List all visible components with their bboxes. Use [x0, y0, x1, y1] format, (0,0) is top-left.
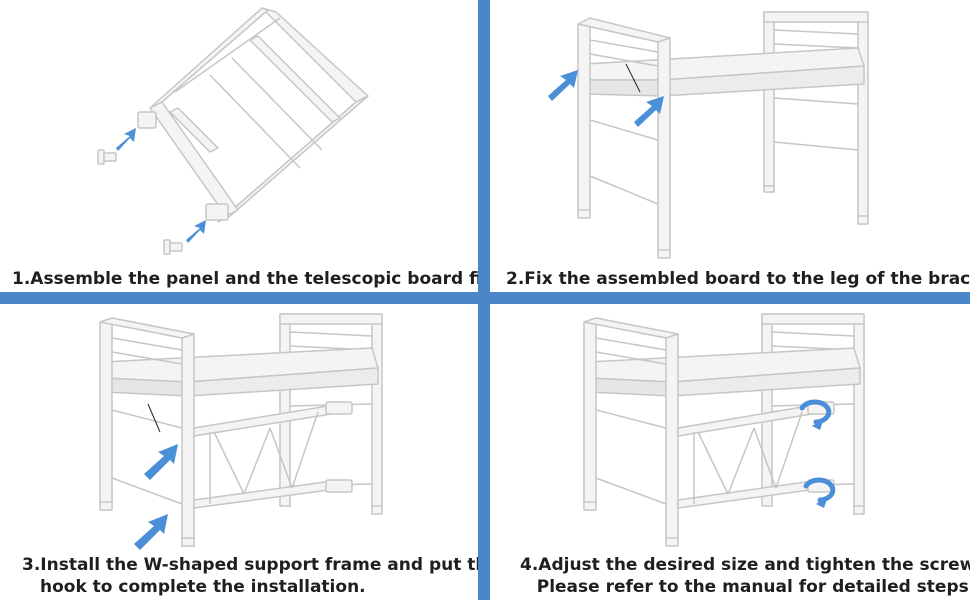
step-4-caption: 4.Adjust the desired size and tighten th…	[520, 554, 970, 598]
step-1-caption: 1.Assemble the panel and the telescopic …	[12, 268, 478, 290]
step-2-caption: 2.Fix the assembled board to the leg of …	[506, 268, 970, 290]
arrow-icon	[548, 70, 664, 127]
step-3-panel: 3.Install the W-shaped support frame and…	[0, 304, 478, 600]
arrow-icon	[134, 444, 178, 550]
caption-line: 2.Fix the assembled board to the leg of …	[506, 269, 970, 289]
step-1-panel: 1.Assemble the panel and the telescopic …	[0, 0, 478, 292]
step-2-illustration	[548, 11, 869, 259]
step-2-panel: 2.Fix the assembled board to the leg of …	[490, 0, 970, 292]
step-4-panel: 4.Adjust the desired size and tighten th…	[490, 304, 970, 600]
caption-line: 3.Install the W-shaped support frame and…	[22, 555, 478, 575]
horizontal-divider	[0, 292, 970, 304]
step-1-illustration	[97, 7, 369, 255]
caption-line: 4.Adjust the desired size and tighten th…	[520, 555, 970, 575]
caption-line: hook to complete the installation.	[40, 577, 366, 597]
arrow-icon	[116, 128, 206, 243]
step-3-caption: 3.Install the W-shaped support frame and…	[22, 554, 478, 598]
caption-line: Please refer to the manual for detailed …	[536, 577, 970, 597]
step-4-illustration	[583, 313, 865, 547]
step-3-illustration	[99, 313, 383, 550]
caption-line: 1.Assemble the panel and the telescopic …	[12, 269, 478, 289]
